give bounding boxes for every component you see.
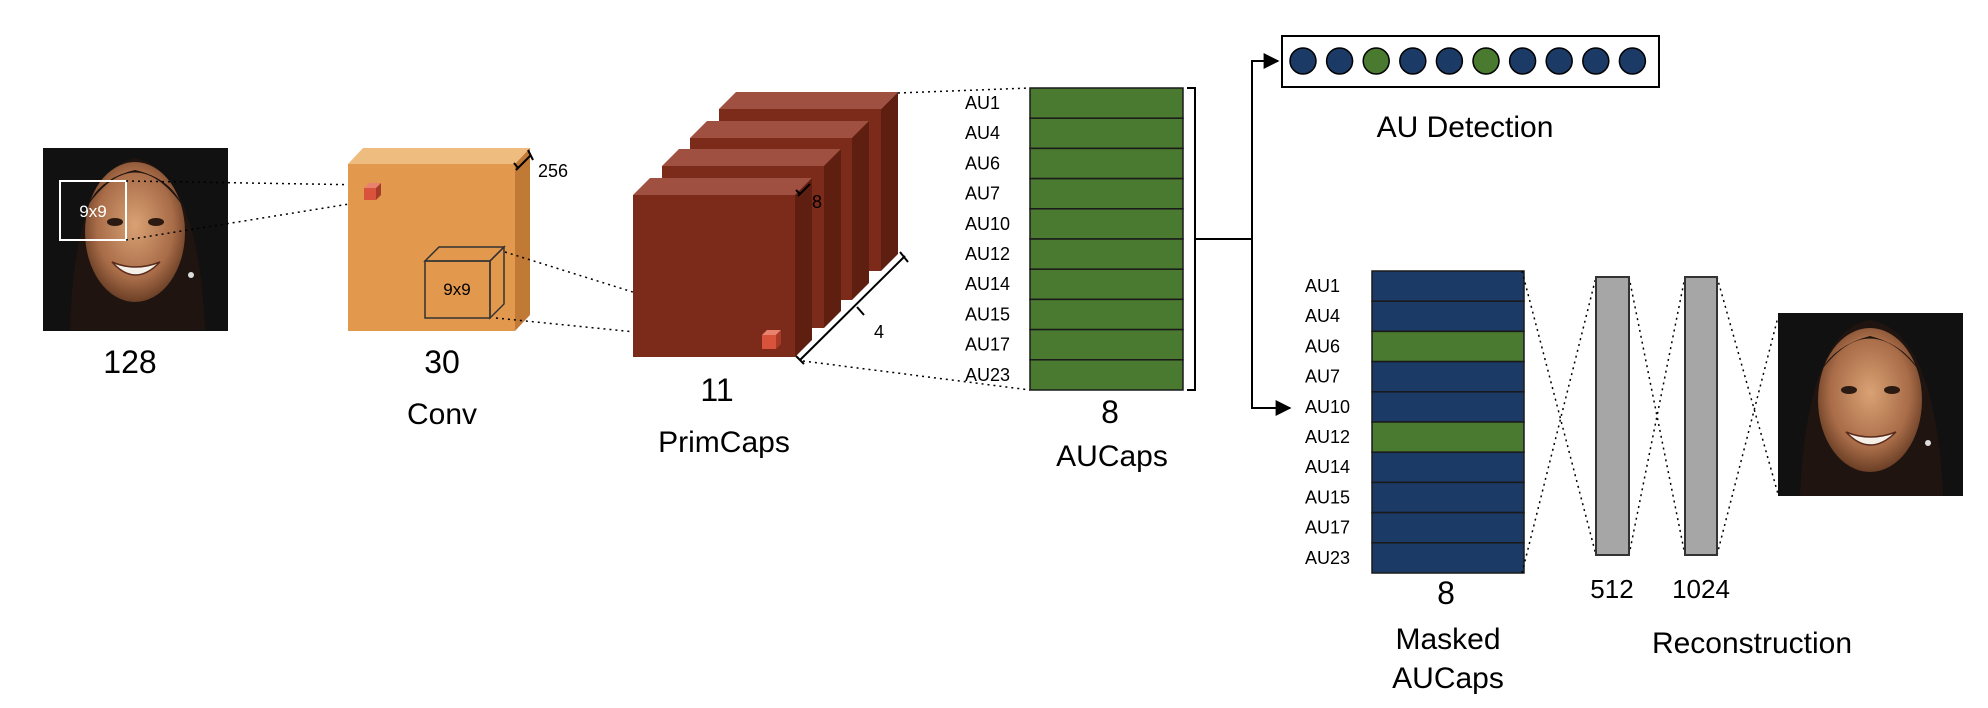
input-face-image: 9x9 (43, 148, 228, 331)
masked-capsule-cell-masked (1371, 300, 1525, 333)
reconstructed-face-image (1778, 313, 1963, 496)
fc-connection-lines (1521, 270, 1779, 574)
au-detection-dot-inactive (1399, 47, 1427, 75)
primcaps-count-label: 4 (874, 322, 884, 342)
masked-capsule-cell-masked (1371, 481, 1525, 514)
aucaps-capsule-cell (1029, 298, 1184, 331)
masked-capsule-cell-masked (1371, 542, 1525, 574)
aucaps-capsule-cell (1029, 117, 1184, 150)
aucaps-au-label: AU1 (965, 93, 1000, 113)
aucaps-capsule-cell (1029, 177, 1184, 210)
aucaps-layer-name: AUCaps (1056, 440, 1168, 473)
masked-au-label: AU15 (1305, 487, 1350, 507)
primcaps-aucaps-projection-line (802, 360, 1031, 391)
conv-block-side (515, 148, 530, 331)
conv-highlight-cube (364, 183, 381, 200)
primcaps-count-tick (856, 306, 865, 316)
primcaps-dim-bracket (795, 183, 811, 197)
masked-au-label: AU23 (1305, 548, 1350, 568)
masked-aucaps-grid (1371, 270, 1525, 574)
aucaps-au-label: AU17 (965, 335, 1010, 355)
masked-dim-label: 8 (1437, 575, 1455, 611)
conv-layer-name: Conv (407, 398, 477, 431)
au-detection-title: AU Detection (1377, 111, 1554, 144)
aucaps-capsule-cell (1029, 208, 1184, 240)
masked-au-label: AU6 (1305, 336, 1340, 356)
aucaps-au-label: AU23 (965, 365, 1010, 385)
conv-kernel-cube (423, 245, 506, 320)
au-detection-dot-active (1472, 47, 1500, 75)
masked-layer-name-line1: Masked (1395, 623, 1500, 656)
masked-au-label: AU14 (1305, 457, 1350, 477)
aucaps-capsule-cell (1029, 238, 1184, 270)
aucaps-capsule-cell (1029, 359, 1184, 391)
fc-layer-1024 (1684, 276, 1718, 556)
fc2-size-label: 1024 (1672, 574, 1730, 604)
aucaps-au-label: AU12 (965, 244, 1010, 264)
aucaps-au-label: AU4 (965, 123, 1000, 143)
masked-au-label: AU1 (1305, 276, 1340, 296)
masked-capsule-cell-masked (1371, 511, 1525, 544)
au-detection-dot-inactive (1618, 47, 1647, 75)
aucaps-au-label: AU10 (965, 214, 1010, 234)
aucaps-au-label: AU7 (965, 184, 1000, 204)
primcaps-dim-label: 8 (812, 192, 822, 212)
masking-branch-arrow (1251, 239, 1292, 416)
input-size-label: 128 (103, 344, 156, 380)
masked-au-label: AU12 (1305, 427, 1350, 447)
aucaps-au-label: AU15 (965, 304, 1010, 324)
conv-depth-label: 256 (538, 161, 568, 181)
conv-size-label: 30 (424, 344, 460, 380)
masked-au-label: AU7 (1305, 367, 1340, 387)
aucaps-capsule-cell (1029, 87, 1184, 119)
primcaps-aucaps-projection-line (897, 87, 1031, 94)
conv-block-top (348, 148, 530, 164)
primcaps-stack (633, 92, 898, 357)
aucaps-grid (1029, 87, 1184, 391)
au-detection-dot-inactive (1508, 47, 1537, 75)
input-kernel-window (59, 180, 127, 241)
detection-branch-arrow (1195, 53, 1280, 240)
masked-capsule-cell-masked (1371, 270, 1525, 302)
masked-au-label: AU10 (1305, 397, 1350, 417)
primcaps-count-bracket (795, 251, 909, 365)
au-detection-dots (1289, 47, 1647, 75)
masked-au-label: AU17 (1305, 518, 1350, 538)
aucaps-dim-label: 8 (1101, 394, 1119, 430)
masked-capsule-cell-masked (1371, 451, 1525, 484)
conv-kernel-label: 9x9 (443, 280, 470, 299)
au-detection-dot-inactive (1545, 47, 1573, 75)
primcaps-size-label: 11 (700, 372, 733, 408)
fc-layer-512 (1595, 276, 1630, 556)
masked-capsule-cell-active (1371, 330, 1525, 363)
masked-au-label: AU4 (1305, 306, 1340, 326)
aucaps-capsule-cell (1029, 328, 1184, 361)
reconstruction-title: Reconstruction (1652, 627, 1852, 660)
aucaps-capsule-cell (1029, 147, 1184, 180)
au-detection-dot-active (1362, 47, 1390, 75)
masked-layer-name-line2: AUCaps (1392, 662, 1504, 695)
input-kernel-label: 9x9 (79, 202, 106, 221)
au-detection-dot-inactive (1289, 47, 1317, 75)
au-detection-dot-inactive (1435, 47, 1464, 75)
masked-capsule-cell-masked (1371, 391, 1525, 423)
au-detection-dot-inactive (1582, 47, 1610, 75)
primcaps-capsule-slice (633, 178, 812, 357)
aucaps-capsule-cell (1029, 268, 1184, 301)
fc1-size-label: 512 (1590, 574, 1633, 604)
aucaps-bracket (1187, 87, 1196, 391)
primcaps-layer-name: PrimCaps (658, 426, 790, 459)
aucaps-au-label: AU14 (965, 274, 1010, 294)
conv-depth-bracket (513, 149, 534, 171)
masked-capsule-cell-active (1371, 421, 1525, 453)
au-detection-dot-inactive (1325, 47, 1354, 75)
conv-block: 9x9 (348, 148, 534, 331)
aucaps-au-label: AU6 (965, 153, 1000, 173)
primcaps-highlight-cube (762, 330, 781, 349)
masked-capsule-cell-masked (1371, 360, 1525, 393)
